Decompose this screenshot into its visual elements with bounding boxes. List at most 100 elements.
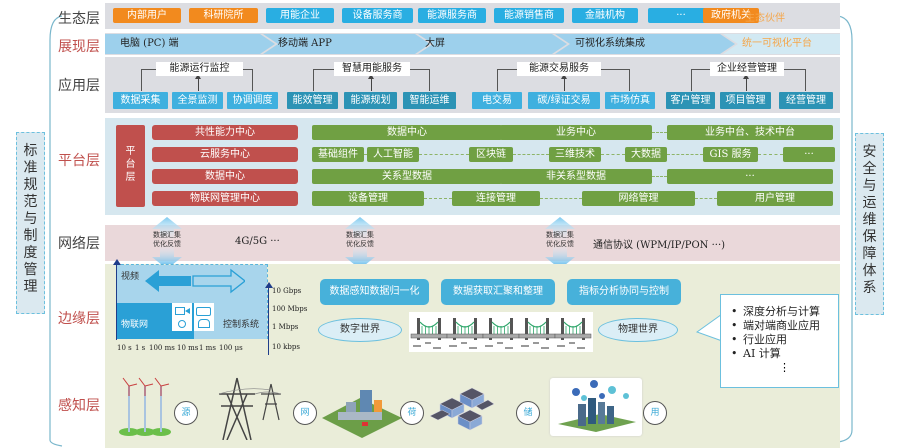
application-item[interactable]: 协调调度 [227,92,278,109]
application-item[interactable]: 智能运维 [403,92,456,109]
platform-green-item[interactable]: 大数据 [625,147,667,162]
perception-label-4: 储 [516,401,540,425]
ecology-item[interactable]: ··· [648,8,714,23]
application-item[interactable]: 客户管理 [666,92,715,109]
y-axis-arrow-icon [113,259,121,265]
platform-red-item[interactable]: 共性能力中心 [152,125,298,140]
ecology-item[interactable]: 设备服务商 [342,8,413,23]
platform-green-item[interactable]: GIS 服务 [703,147,758,162]
application-item[interactable]: 数据采集 [113,92,168,109]
application-item[interactable]: 市场仿真 [605,92,655,109]
platform-green-item[interactable]: 业务中心 [500,125,652,140]
dashed-connector [695,198,717,199]
platform-green-item[interactable]: 业务中台、技术中台 [667,125,833,140]
application-item[interactable]: 能效管理 [287,92,338,109]
edge-button-analyze[interactable]: 指标分析协同与控制 [567,279,681,305]
layer-label-ecology: 生态层 [58,11,100,27]
ecology-item[interactable]: 能源服务商 [418,8,486,23]
dashed-connector [667,154,703,155]
platform-red-item[interactable]: 云服务中心 [152,147,298,162]
ecology-item[interactable]: 用能企业 [266,8,334,23]
bidirectional-vertical-arrow-icon [545,217,575,269]
platform-green-item[interactable]: 人工智能 [367,147,419,162]
edge-button-normalize[interactable]: 数据感知数据归一化 [320,279,429,305]
platform-green-item[interactable]: ··· [667,169,833,184]
application-item[interactable]: 项目管理 [720,92,771,109]
physical-world-ellipse: 物理世界 [598,318,678,342]
standards-panel: 标准规范与制度管理 [16,132,45,314]
application-item[interactable]: 电交易 [472,92,522,109]
left-bracket [49,15,63,447]
network-arrow-label: 数据汇集优化反馈 [338,231,382,249]
platform-green-item[interactable]: 三维技术 [549,147,601,162]
application-item[interactable]: 全景监测 [172,92,223,109]
ecology-item[interactable]: 能源销售商 [494,8,564,23]
y-tick-label: 100 Mbps [272,305,308,313]
dashed-connector [540,198,582,199]
perception-label-5: 用 [643,401,667,425]
ecology-item[interactable]: 政府机关 [703,8,759,23]
ecology-item[interactable]: 金融机构 [572,8,638,23]
ecology-item[interactable]: 内部用户 [113,8,181,23]
dashed-connector [424,198,452,199]
y-axis-left [116,262,117,340]
platform-red-item[interactable]: 物联网管理中心 [152,191,298,206]
standards-panel-label: 标准规范与制度管理 [23,143,38,295]
platform-green-item[interactable]: 用户管理 [717,191,833,206]
layer-label-platform: 平台层 [58,153,100,169]
y-tick-label: 1 Mbps [272,323,299,331]
x-tick-label: 100 ms [149,344,175,352]
x-tick-label: 10 s [117,344,132,352]
dashed-connector [364,154,367,155]
presentation-big-screen: 大屏 [425,38,445,49]
platform-green-item[interactable]: 数据中心 [312,125,502,140]
dashed-connector [513,154,549,155]
dashed-connector [652,176,667,177]
up-arrow-icon [367,74,374,91]
callout-item: 行业应用 [731,333,838,347]
application-item[interactable]: 能源规划 [344,92,397,109]
application-item[interactable]: 经营管理 [779,92,833,109]
network-arrow-label-line1: 数据汇集 [346,231,374,239]
layer-label-presentation: 展现层 [58,39,100,55]
vr-headset-icon [194,303,214,331]
factory-icon [322,390,402,438]
platform-green-item[interactable]: 区块链 [469,147,513,162]
y-axis-right-arrow-icon [265,282,273,288]
battery-icon [430,387,495,431]
application-group-title: 能源运行监控 [156,62,243,76]
bidirectional-vertical-arrow-icon [152,217,182,269]
y-tick-label: 10 kbps [272,343,300,351]
network-arrow-label: 数据汇集优化反馈 [538,231,582,249]
platform-green-item[interactable]: ··· [783,147,835,162]
dashed-connector [758,154,783,155]
presentation-chevrons [105,34,840,54]
camera-icon [172,303,192,331]
y-tick-label: 10 Gbps [272,287,302,295]
network-arrow-label-line2: 优化反馈 [546,240,574,248]
platform-green-item[interactable]: 连接管理 [452,191,540,206]
platform-red-item[interactable]: 数据中心 [152,169,298,184]
platform-green-item[interactable]: 网络管理 [582,191,695,206]
platform-green-item[interactable]: 设备管理 [312,191,424,206]
wind-turbine-icon [119,377,171,436]
platform-green-item[interactable]: 基础组件 [312,147,364,162]
callout-item: AI 计算 [731,347,838,361]
edge-button-aggregate[interactable]: 数据获取汇聚和整理 [441,279,555,305]
ecology-item[interactable]: 科研院所 [189,8,258,23]
perception-label-2: 网 [293,401,317,425]
application-group-title: 企业经营管理 [710,62,784,76]
security-panel: 安全与运维保障体系 [855,133,884,315]
ecology-tag: 生态伙伴 [745,13,785,24]
application-group-title: 能源交易服务 [517,62,601,76]
security-panel-label: 安全与运维保障体系 [862,144,877,296]
application-item[interactable]: 碳/绿证交易 [528,92,600,109]
callout-item: 端对端商业应用 [731,319,838,333]
platform-green-item[interactable]: 非关系型数据 [500,169,652,184]
platform-green-item[interactable]: 关系型数据 [312,169,502,184]
presentation-tag: 统一可视化平台 [742,38,812,49]
presentation-pc: 电脑 (PC) 端 [120,38,179,49]
network-arrow-label: 数据汇集优化反馈 [145,231,189,249]
callout-item: 深度分析与计算 [731,305,838,319]
presentation-integration: 可视化系统集成 [575,38,645,49]
